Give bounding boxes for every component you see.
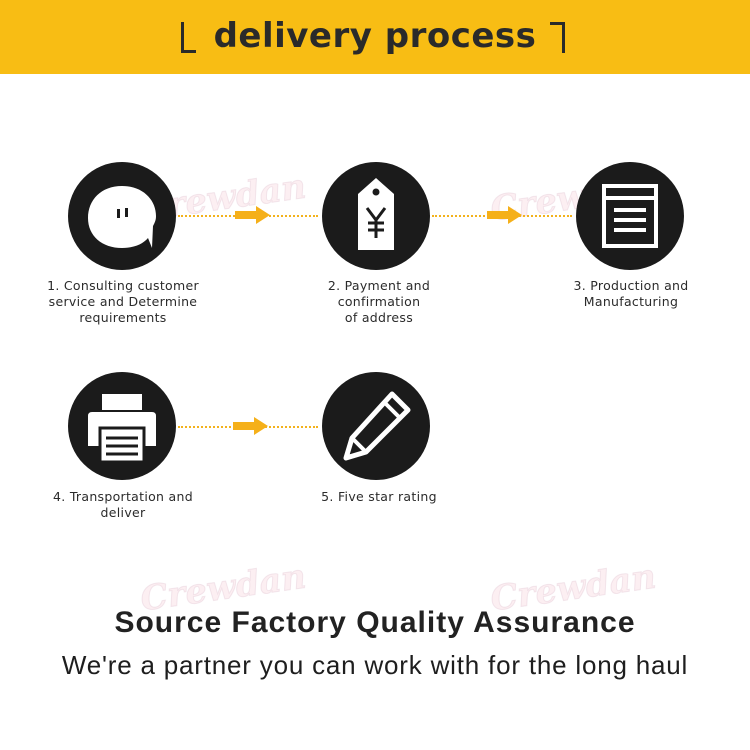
step-5-label: 5. Five star rating [321,489,437,504]
step-3-circle [576,162,684,270]
step-2-circle [322,162,430,270]
arrow-right-icon [508,206,522,224]
printer-icon [88,394,156,464]
right-bracket-icon [550,22,565,53]
left-bracket-icon [181,22,196,53]
footer-subtitle: We're a partner you can work with for th… [61,650,689,680]
step-4-circle [68,372,176,480]
arrow-right-icon [256,206,270,224]
pencil-icon [343,391,411,461]
footer-title: Source Factory Quality Assurance [114,606,636,639]
document-icon [602,184,658,248]
step-5-circle [322,372,430,480]
step-4-label: 4. Transportation and deliver [53,489,193,520]
step-1-label: 1. Consulting customer service and Deter… [47,278,199,325]
arrow-tail [233,422,255,430]
arrow-right-icon [254,417,268,435]
page-title: delivery process [213,16,537,56]
step-2-label: 2. Payment and confirmation of address [327,278,431,325]
step-3-label: 3. Production and Manufacturing [573,278,689,309]
arrow-tail [487,211,509,219]
chat-bubble-icon [88,186,156,248]
step-1-circle [68,162,176,270]
arrow-tail [235,211,257,219]
yen-tag-icon [358,178,394,250]
header-banner [0,0,750,74]
